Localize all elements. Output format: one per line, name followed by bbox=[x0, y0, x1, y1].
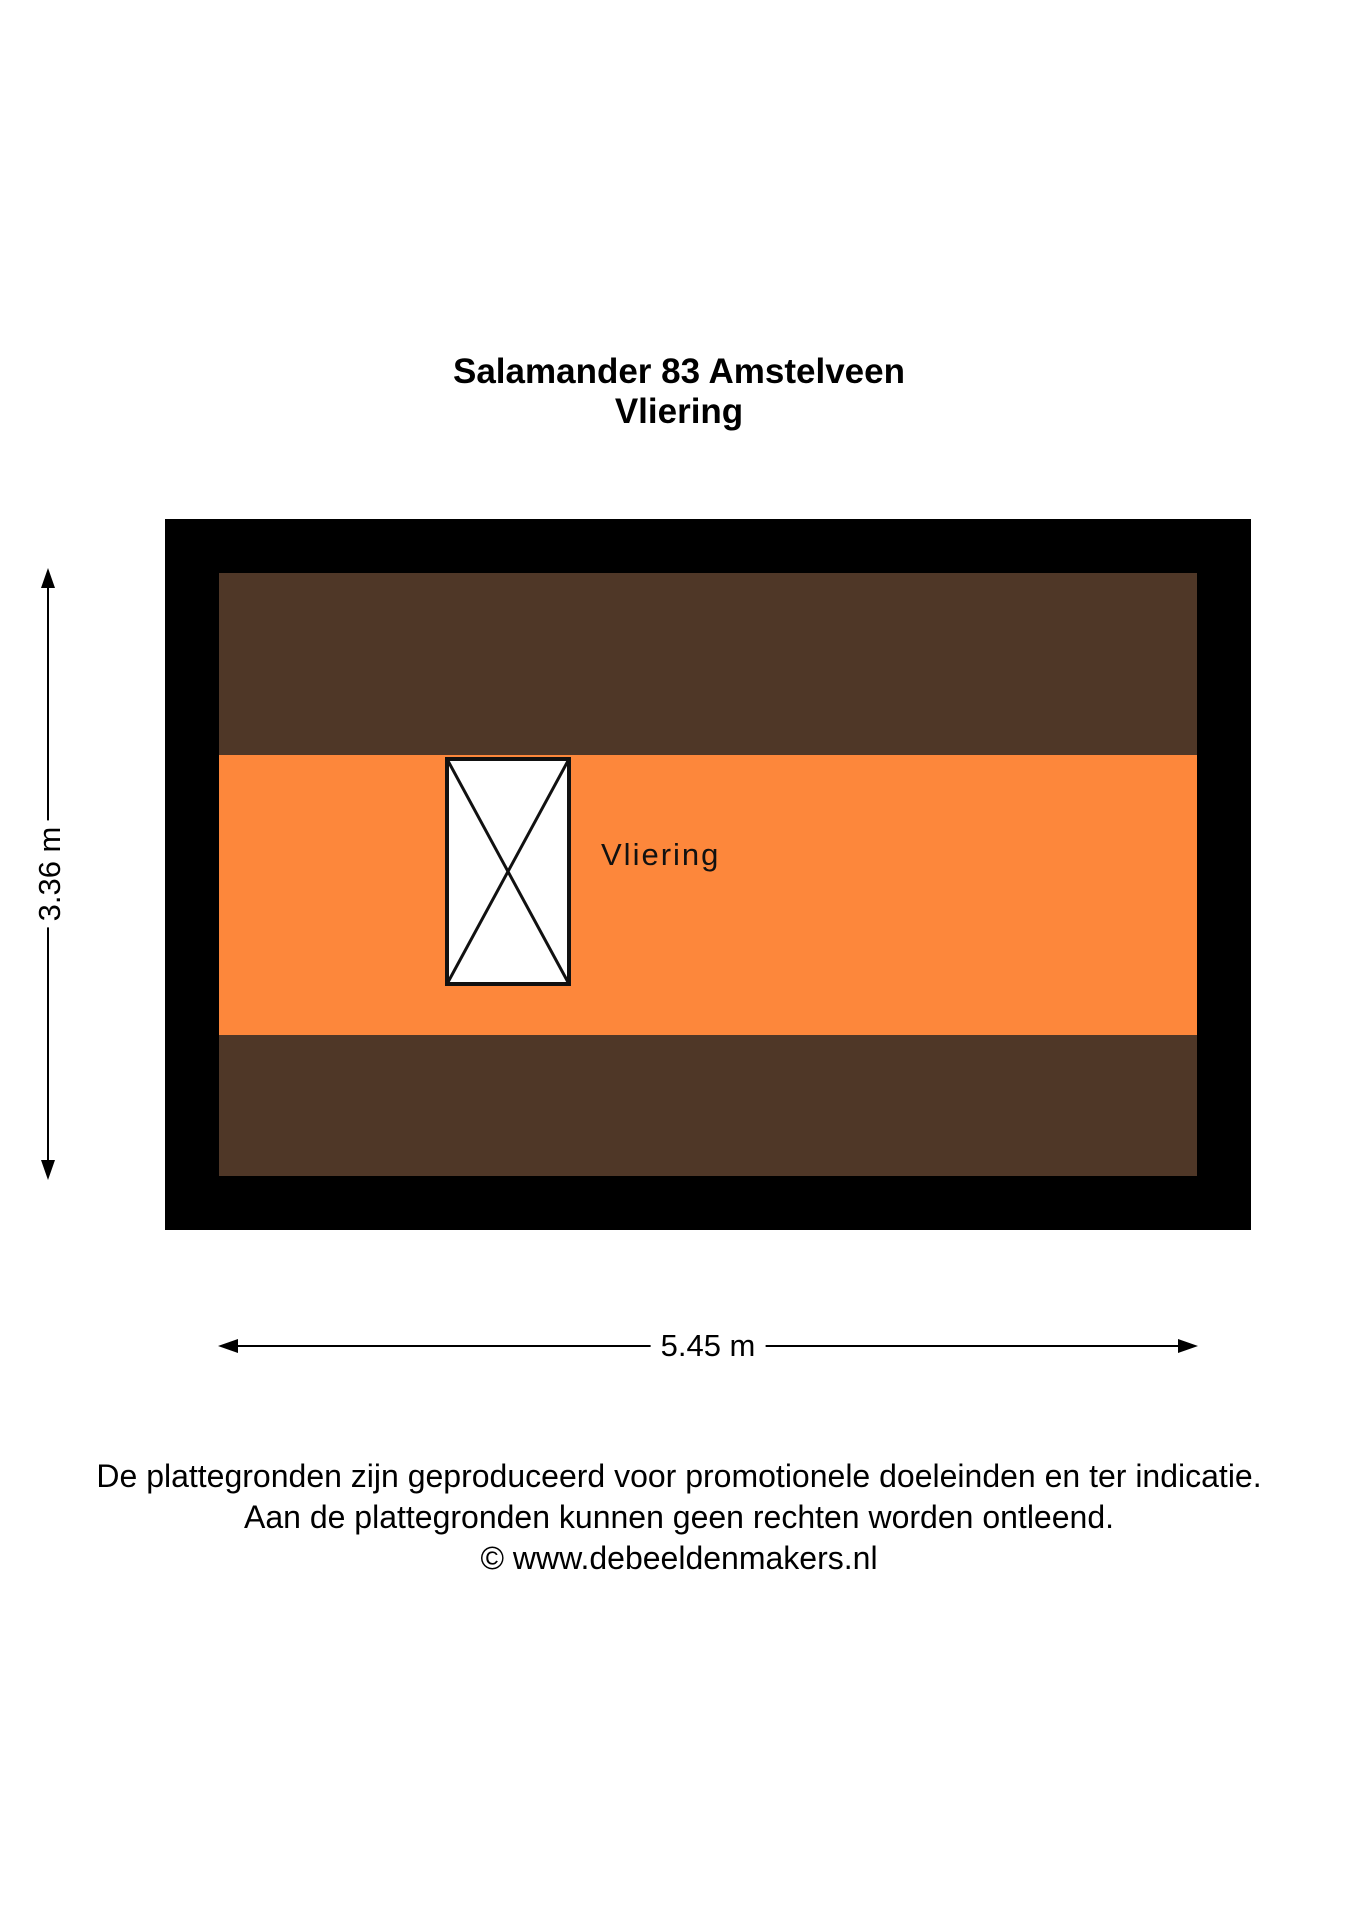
copyright-line: © www.debeeldenmakers.nl bbox=[480, 1540, 878, 1576]
low-ceiling-area: Vliering bbox=[219, 573, 1197, 1176]
title-block: Salamander 83 Amstelveen Vliering bbox=[0, 352, 1358, 432]
width-dimension-label: 5.45 m bbox=[650, 1328, 766, 1364]
floor-plan-walls: Vliering bbox=[165, 519, 1251, 1230]
attic-hatch bbox=[445, 757, 571, 986]
height-dimension-label: 3.36 m bbox=[32, 820, 68, 928]
hatch-cross-icon bbox=[445, 757, 571, 986]
disclaimer-line-2: Aan de plattegronden kunnen geen rechten… bbox=[243, 1499, 1114, 1535]
room-label: Vliering bbox=[601, 837, 721, 872]
usable-floor-area: Vliering bbox=[219, 755, 1197, 1035]
floor-title: Vliering bbox=[614, 392, 744, 431]
disclaimer: De plattegronden zijn geproduceerd voor … bbox=[0, 1456, 1358, 1579]
disclaimer-line-1: De plattegronden zijn geproduceerd voor … bbox=[96, 1458, 1262, 1494]
address-title: Salamander 83 Amstelveen bbox=[453, 352, 905, 391]
